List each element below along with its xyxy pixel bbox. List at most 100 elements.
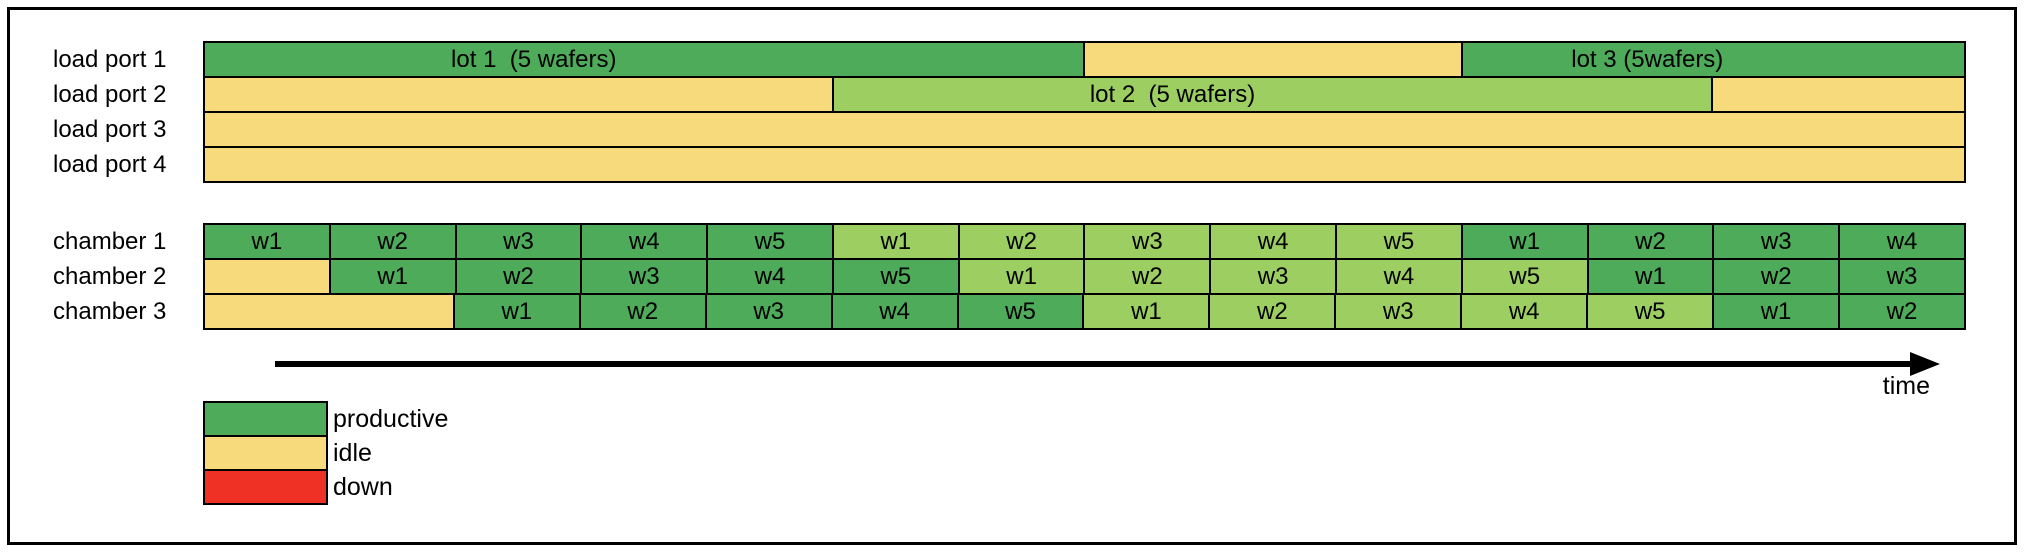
wafer-cell: w2	[1838, 295, 1964, 328]
legend-swatch-idle	[203, 435, 328, 471]
wafer-cell-label: w3	[503, 227, 534, 255]
legend-label-productive: productive	[333, 404, 449, 433]
idle-cell	[205, 295, 453, 328]
legend-label-down: down	[333, 472, 393, 501]
wafer-cell: w1	[957, 260, 1084, 293]
wafer-cell: w3	[1712, 225, 1839, 258]
legend-swatch-down	[203, 469, 328, 505]
wafer-cell-label: w4	[1508, 297, 1540, 325]
legend-swatch-productive	[203, 401, 328, 437]
outer-frame	[7, 7, 2017, 545]
load-port-label: load port 2	[53, 80, 167, 108]
wafer-cell: w1	[205, 225, 329, 258]
wafer-cell: w5	[956, 295, 1083, 328]
wafer-cell-label: w2	[1257, 297, 1288, 325]
wafer-cell: w4	[706, 260, 832, 293]
wafer-cell-label: w1	[1131, 297, 1162, 325]
wafer-cell: w1	[831, 225, 958, 258]
wafer-cell-label: w4	[1257, 227, 1289, 255]
time-axis-line	[275, 361, 1912, 367]
time-axis-arrowhead-icon	[1910, 352, 1940, 376]
wafer-cell: w3	[704, 295, 831, 328]
wafer-cell-label: w1	[377, 262, 409, 290]
wafer-cell: w4	[830, 295, 957, 328]
wafer-cell-label: w5	[880, 262, 912, 290]
legend-label-idle: idle	[333, 438, 372, 467]
wafer-cell: w5	[831, 260, 958, 293]
wafer-cell-label: w3	[753, 297, 784, 325]
wafer-cell-label: w3	[1257, 262, 1289, 290]
wafer-cell: w1	[1082, 295, 1209, 328]
wafer-cell-label: w5	[1005, 297, 1036, 325]
wafer-cell-label: w5	[1383, 227, 1415, 255]
load-port-row: lot 1 (5 wafers) lot 3 (5wafers)	[203, 41, 1966, 78]
wafer-cell: w3	[1209, 260, 1336, 293]
wafer-cell-label: w1	[880, 227, 912, 255]
lot-bar: lot 1 (5 wafers)	[205, 43, 1083, 76]
lot-bar-label: lot 2 (5 wafers)	[1089, 80, 1256, 108]
load-port-label: load port 3	[53, 115, 167, 143]
idle-cell	[205, 260, 329, 293]
wafer-cell-label: w4	[754, 262, 786, 290]
wafer-cell-label: w3	[1886, 262, 1918, 290]
wafer-cell: w3	[580, 260, 707, 293]
wafer-cell-label: w4	[628, 227, 660, 255]
wafer-cell: w3	[1334, 295, 1461, 328]
idle-bar	[205, 113, 1964, 146]
wafer-cell: w2	[1083, 260, 1210, 293]
wafer-cell-label: w2	[1760, 262, 1792, 290]
wafer-cell: w2	[1208, 295, 1335, 328]
wafer-cell-label: w4	[1383, 262, 1415, 290]
wafer-cell: w1	[1460, 225, 1587, 258]
wafer-cell-label: w2	[1635, 227, 1666, 255]
wafer-cell-label: w4	[879, 297, 910, 325]
wafer-cell-label: w1	[1760, 297, 1792, 325]
load-port-row: lot 2 (5 wafers)	[203, 76, 1966, 113]
wafer-cell: w4	[1460, 295, 1587, 328]
wafer-cell: w3	[1083, 225, 1210, 258]
wafer-cell-label: w5	[754, 227, 786, 255]
wafer-cell-label: w3	[1132, 227, 1163, 255]
idle-bar	[205, 78, 832, 111]
lot-bar: lot 3 (5wafers)	[1460, 43, 1964, 76]
wafer-cell: w1	[1712, 295, 1838, 328]
wafer-cell-label: w2	[627, 297, 659, 325]
wafer-cell: w5	[1460, 260, 1587, 293]
load-port-row	[203, 111, 1966, 148]
idle-bar	[1082, 43, 1461, 76]
wafer-cell-label: w2	[377, 227, 409, 255]
wafer-cell: w3	[1838, 260, 1964, 293]
chamber-row: w1 w2 w3 w4 w5 w1 w2 w3 w4 w5 w1 w2 w3	[203, 258, 1966, 295]
time-axis-label: time	[1882, 372, 1930, 400]
lot-bar-label: lot 1 (5 wafers)	[451, 45, 617, 73]
wafer-cell: w2	[578, 295, 705, 328]
idle-bar	[205, 148, 1964, 181]
wafer-cell-label: w2	[503, 262, 534, 290]
wafer-cell-label: w4	[1886, 227, 1918, 255]
wafer-cell-label: w2	[1132, 262, 1163, 290]
chamber-label: chamber 2	[53, 262, 167, 290]
wafer-cell: w3	[454, 225, 581, 258]
wafer-cell: w2	[328, 225, 455, 258]
wafer-cell: w5	[706, 225, 832, 258]
load-port-label: load port 1	[53, 45, 167, 73]
wafer-cell: w4	[580, 225, 707, 258]
wafer-cell-label: w3	[1382, 297, 1414, 325]
wafer-cell-label: w1	[1509, 227, 1541, 255]
wafer-cell: w4	[1335, 260, 1461, 293]
wafer-cell-label: w5	[1509, 262, 1541, 290]
chamber-label: chamber 3	[53, 297, 167, 325]
wafer-cell: w2	[1712, 260, 1839, 293]
wafer-cell: w1	[452, 295, 579, 328]
wafer-cell: w1	[328, 260, 455, 293]
wafer-cell: w2	[1586, 225, 1713, 258]
wafer-cell-label: w1	[501, 297, 533, 325]
chamber-label: chamber 1	[53, 227, 167, 255]
lot-bar-label: lot 3 (5wafers)	[1571, 45, 1724, 73]
wafer-cell-label: w1	[1635, 262, 1666, 290]
wafer-cell: w4	[1838, 225, 1964, 258]
wafer-cell-label: w1	[1006, 262, 1037, 290]
